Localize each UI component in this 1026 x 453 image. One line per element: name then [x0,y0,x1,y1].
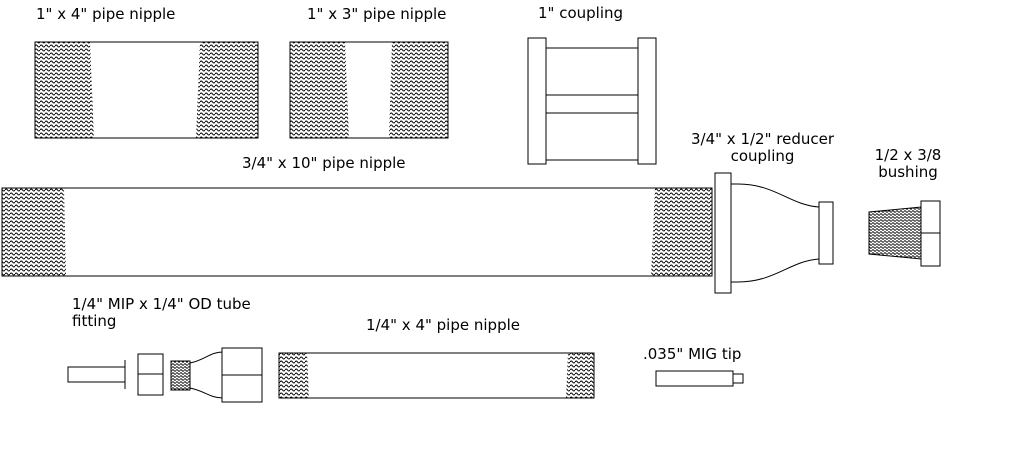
bushing-part [868,200,941,267]
nipple-1x4-part [34,41,259,139]
label-coupling-1: 1" coupling [538,4,624,22]
coupling-1-part [527,37,657,165]
label-bushing: 1/2 x 3/8 bushing [862,147,954,181]
label-nipple-14x4: 1/4" x 4" pipe nipple [366,316,520,334]
label-tube-fitting-line1: 1/4" MIP x 1/4" OD tube [72,295,251,313]
label-bushing-line1: 1/2 x 3/8 [874,146,942,164]
nipple-34x10-part [1,187,713,277]
label-mig-tip: .035" MIG tip [643,345,742,363]
label-nipple-1x4: 1" x 4" pipe nipple [36,5,176,23]
label-tube-fitting: 1/4" MIP x 1/4" OD tube fitting [72,296,251,330]
label-reducer-line1: 3/4" x 1/2" reducer [691,130,834,148]
label-bushing-line2: bushing [878,163,938,181]
nipple-1x3-part [289,41,449,139]
label-reducer-coupling: 3/4" x 1/2" reducer coupling [680,131,845,165]
tube-fitting-part [67,347,263,403]
label-nipple-1x3: 1" x 3" pipe nipple [307,5,447,23]
reducer-coupling-part [714,172,834,294]
label-tube-fitting-line2: fitting [72,312,117,330]
nipple-14x4-part [278,352,595,399]
mig-tip-part [655,370,744,387]
label-reducer-line2: coupling [730,147,795,165]
label-nipple-34x10: 3/4" x 10" pipe nipple [242,154,406,172]
